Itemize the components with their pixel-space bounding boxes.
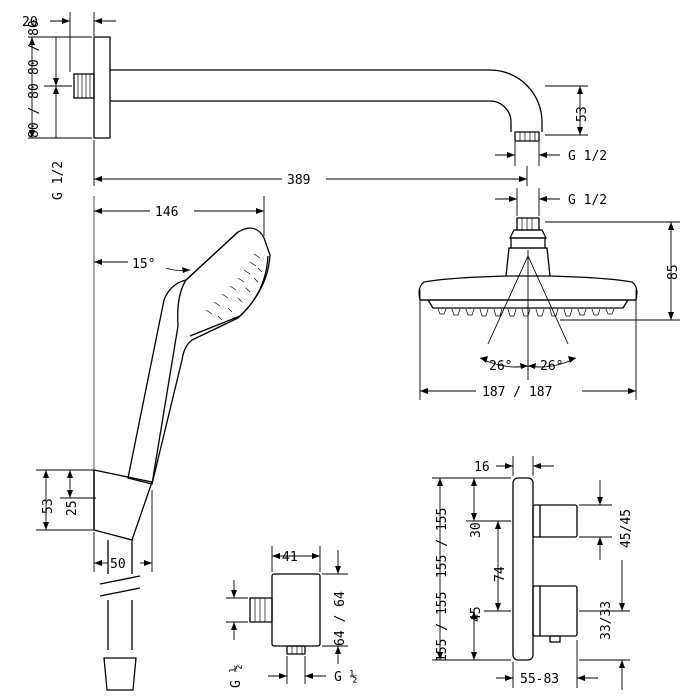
thermostat-knob-upper-inner-label: 30 (469, 522, 484, 538)
hand-shower-holder-offset-label: 25 (65, 500, 80, 516)
wall-outlet-side-thread (249, 597, 273, 623)
arm-offset-upper-label: 80 / 80 (27, 20, 42, 75)
hand-shower-length-label: 146 (155, 205, 178, 220)
arm-wall-plate (93, 36, 111, 139)
thermostat-knob-upper-label: 45/45 (619, 509, 634, 548)
thermostat-height-bottom-label: 155 / 155 (435, 592, 450, 662)
arm-wall-plate-width-label: 20 (22, 15, 38, 30)
overhead-inlet-thread-label: G 1/2 (568, 193, 607, 208)
hand-shower: 146 15° 53 25 50 (36, 196, 271, 691)
thermostat-depth-label: 16 (474, 460, 490, 475)
thermostat-projection-label: 55-83 (520, 672, 559, 687)
hand-shower-angle-label: 15° (132, 257, 155, 272)
overhead-inlet-nut (516, 217, 540, 231)
overhead-diameter-label: 187 / 187 (482, 385, 552, 400)
arm-pipe (110, 69, 543, 132)
arm-offset-lower-label: 80 / 80 (27, 83, 42, 138)
thermostat-upper-knob (532, 504, 578, 538)
overhead-nozzles (437, 308, 615, 317)
wall-outlet-height-label: 64 / 64 (333, 591, 348, 646)
arm-drop-label: 53 (575, 106, 590, 122)
wall-outlet-width-label: 41 (282, 550, 298, 565)
hand-shower-holder (93, 469, 153, 541)
thermostat-spacing-label: 74 (493, 566, 508, 582)
wall-outlet-side-thread-label: G ½ (229, 664, 244, 688)
arm-length-label: 389 (287, 173, 310, 188)
thermostat: 16 155 / 155 155 / 155 30 74 45 45/45 (432, 456, 634, 690)
thermostat-height-top-label: 155 / 155 (435, 508, 450, 578)
shower-arm: 20 80 / 80 80 / 80 G 1/2 53 G 1/2 389 (22, 12, 607, 200)
arm-wall-thread-label: G 1/2 (51, 161, 66, 200)
hand-shower-body (127, 227, 271, 485)
wall-outlet-bottom-thread (286, 645, 306, 655)
overhead-height-label: 85 (666, 264, 681, 280)
arm-outlet-nut (514, 131, 540, 142)
overhead-angle-right-label: 26° (540, 359, 563, 374)
hand-shower-holder-height-label: 53 (41, 498, 56, 514)
hose-connector (103, 657, 137, 691)
overhead-angle-left-label: 26° (489, 359, 512, 374)
hand-shower-holder-width-label: 50 (110, 557, 126, 572)
wall-outlet-bottom-thread-label: G ½ (334, 670, 358, 685)
arm-outlet-thread-label: G 1/2 (568, 149, 607, 164)
wall-outlet-body (271, 573, 321, 647)
thermostat-plate (512, 477, 534, 661)
arm-wall-thread (73, 73, 95, 99)
thermostat-knob-lower-label: 45 (469, 606, 484, 622)
wall-outlet: 41 64 / 64 G ½ G ½ (226, 546, 358, 688)
thermostat-knob-lower-outer-label: 33/33 (599, 601, 614, 640)
overhead-shower: G 1/2 85 26° 26° 187 / 187 (418, 188, 681, 400)
